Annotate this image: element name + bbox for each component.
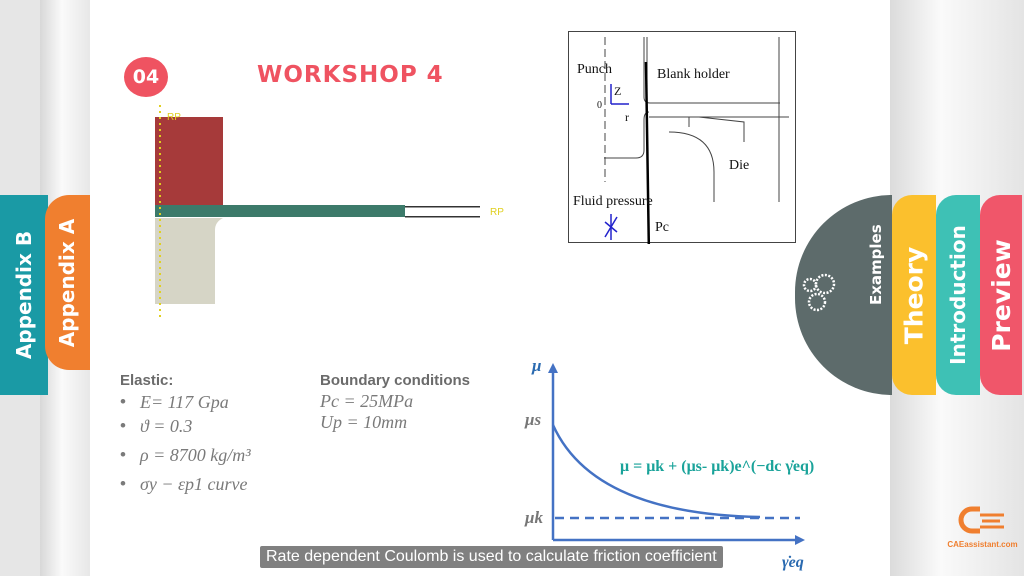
list-item: Pc = 25MPa bbox=[320, 391, 414, 411]
tab-theory[interactable]: Theory bbox=[892, 195, 936, 395]
x-axis-label: γ̇eq bbox=[782, 554, 804, 571]
origin-label: 0 bbox=[597, 100, 602, 111]
tab-label: Preview bbox=[986, 238, 1016, 352]
friction-curve-diagram: μ μs μk μ = μk + (μs- μk)e^(−dc γ̇eq) γ̇… bbox=[524, 356, 814, 571]
gears-icon bbox=[802, 273, 836, 312]
fluid-pressure-label: Fluid pressure bbox=[573, 194, 653, 209]
die-label: Die bbox=[729, 158, 750, 173]
tab-label: Theory bbox=[899, 246, 929, 344]
mu-s-label: μs bbox=[524, 410, 541, 429]
subtitle-caption: Rate dependent Coulomb is used to calcul… bbox=[260, 546, 723, 568]
caeassistant-logo: CAEassistant.com bbox=[945, 505, 1020, 549]
z-axis-label: Z bbox=[614, 84, 622, 98]
list-item: E= 117 Gpa bbox=[139, 392, 229, 412]
boundary-heading: Boundary conditions bbox=[320, 372, 470, 389]
tab-introduction[interactable]: Introduction bbox=[936, 195, 980, 395]
blank-holder-label: Blank holder bbox=[657, 67, 730, 82]
tab-appendix-b[interactable]: Appendix B bbox=[0, 195, 48, 395]
tab-label: Examples bbox=[867, 224, 885, 305]
punch-label: Punch bbox=[577, 62, 612, 77]
list-item: ρ = 8700 kg/m³ bbox=[139, 445, 251, 465]
elastic-properties: Elastic: •E= 117 Gpa •ϑ = 0.3 •ρ = 8700 … bbox=[120, 372, 251, 494]
list-item: ϑ = 0.3 bbox=[139, 416, 193, 436]
page-title: WORKSHOP 4 bbox=[257, 62, 444, 88]
pc-label: Pc bbox=[655, 220, 669, 235]
r-axis-label: r bbox=[625, 110, 629, 124]
fe-model-image: RP RP bbox=[155, 105, 504, 318]
tab-label: Introduction bbox=[946, 225, 970, 365]
schematic-image: Punch Blank holder Z 0 r Die Fluid press… bbox=[568, 31, 796, 244]
boundary-conditions: Boundary conditions Pc = 25MPa Up = 10mm bbox=[320, 372, 470, 433]
mu-k-label: μk bbox=[524, 508, 543, 527]
tab-label: Appendix A bbox=[55, 218, 80, 347]
tab-label: Appendix B bbox=[12, 230, 37, 360]
logo-text: CAEassistant.com bbox=[947, 540, 1018, 549]
section-badge: 04 bbox=[124, 57, 168, 97]
rp-label: RP bbox=[167, 112, 181, 123]
list-item: σy − εp1 curve bbox=[139, 474, 248, 494]
rp-label: RP bbox=[490, 207, 504, 218]
list-item: Up = 10mm bbox=[320, 412, 408, 432]
friction-formula: μ = μk + (μs- μk)e^(−dc γ̇eq) bbox=[620, 458, 814, 475]
tab-appendix-a[interactable]: Appendix A bbox=[45, 195, 90, 370]
elastic-heading: Elastic: bbox=[120, 372, 174, 389]
tab-preview[interactable]: Preview bbox=[980, 195, 1022, 395]
y-axis-label: μ bbox=[531, 356, 541, 375]
logo-icon bbox=[958, 506, 1004, 534]
